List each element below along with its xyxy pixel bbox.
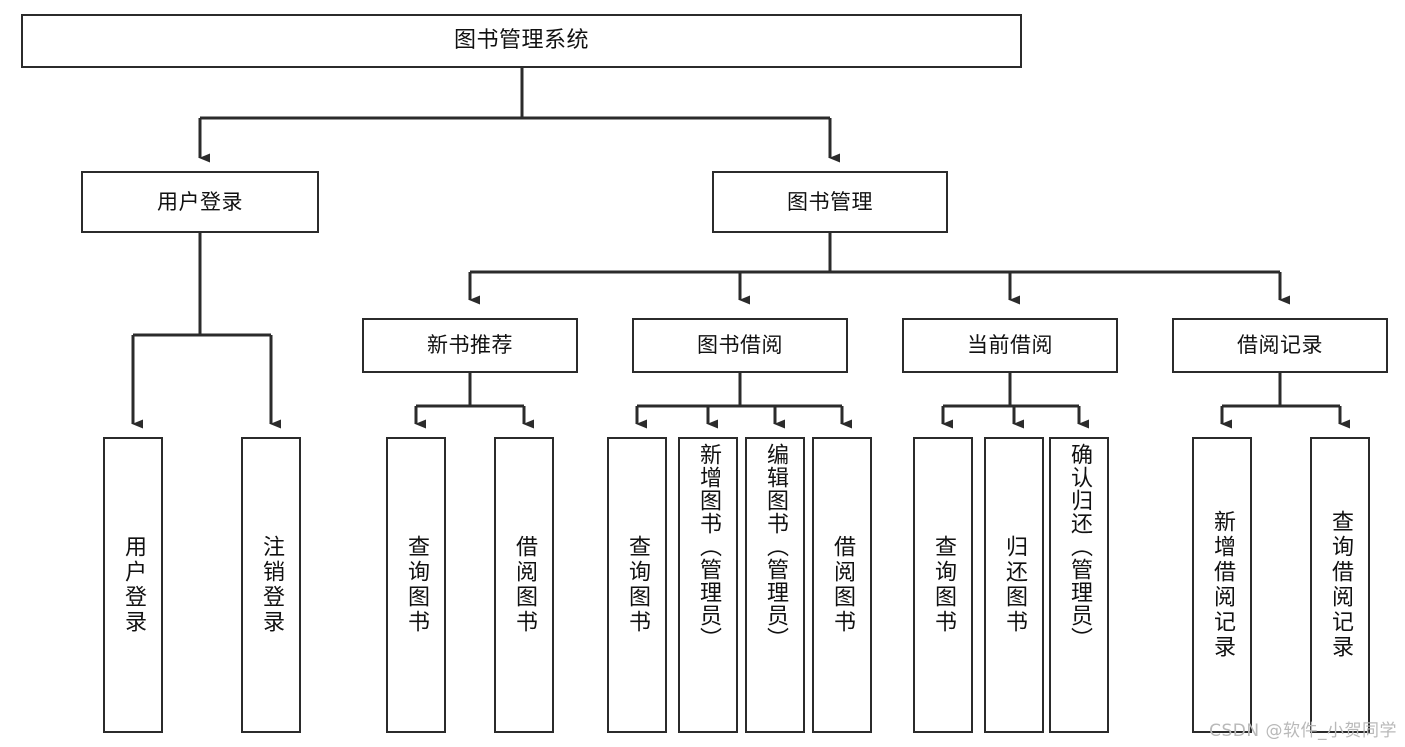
leaf-query-book-1-label: 查询图书	[404, 535, 429, 635]
leaf-add-book-admin[interactable]: 新增图书（管理员）	[678, 437, 738, 733]
leaf-confirm-return-admin-label: 确认归还（管理员）	[1067, 443, 1092, 650]
leaf-query-borrow-record-label: 查询借阅记录	[1328, 510, 1353, 660]
node-user-login-label: 用户登录	[157, 189, 243, 214]
node-new-book-recommend-label: 新书推荐	[427, 333, 513, 358]
leaf-borrow-book-1-label: 借阅图书	[512, 535, 537, 635]
leaf-query-book-2[interactable]: 查询图书	[607, 437, 667, 733]
node-book-management-label: 图书管理	[787, 189, 873, 214]
leaf-logout[interactable]: 注销登录	[241, 437, 301, 733]
leaf-add-borrow-record[interactable]: 新增借阅记录	[1192, 437, 1252, 733]
node-current-borrow-label: 当前借阅	[967, 333, 1053, 358]
node-current-borrow[interactable]: 当前借阅	[902, 318, 1118, 373]
leaf-return-book-label: 归还图书	[1002, 535, 1027, 635]
node-borrow-records-label: 借阅记录	[1237, 333, 1323, 358]
node-root[interactable]: 图书管理系统	[21, 14, 1022, 68]
node-borrow-records[interactable]: 借阅记录	[1172, 318, 1388, 373]
leaf-query-book-3[interactable]: 查询图书	[913, 437, 973, 733]
node-book-borrow[interactable]: 图书借阅	[632, 318, 848, 373]
leaf-return-book[interactable]: 归还图书	[984, 437, 1044, 733]
leaf-add-borrow-record-label: 新增借阅记录	[1210, 510, 1235, 660]
leaf-edit-book-admin[interactable]: 编辑图书（管理员）	[745, 437, 805, 733]
leaf-confirm-return-admin[interactable]: 确认归还（管理员）	[1049, 437, 1109, 733]
leaf-borrow-book-2-label: 借阅图书	[830, 535, 855, 635]
node-book-borrow-label: 图书借阅	[697, 333, 783, 358]
leaf-query-book-3-label: 查询图书	[931, 535, 956, 635]
leaf-add-book-admin-label: 新增图书（管理员）	[696, 443, 721, 650]
leaf-query-book-1[interactable]: 查询图书	[386, 437, 446, 733]
node-user-login[interactable]: 用户登录	[81, 171, 319, 233]
node-new-book-recommend[interactable]: 新书推荐	[362, 318, 578, 373]
leaf-query-book-2-label: 查询图书	[625, 535, 650, 635]
node-root-label: 图书管理系统	[453, 28, 589, 54]
leaf-edit-book-admin-label: 编辑图书（管理员）	[763, 443, 788, 650]
leaf-borrow-book-2[interactable]: 借阅图书	[812, 437, 872, 733]
leaf-borrow-book-1[interactable]: 借阅图书	[494, 437, 554, 733]
leaf-user-login-label: 用户登录	[121, 535, 146, 635]
watermark: CSDN @软件_小贺同学	[1209, 721, 1397, 741]
leaf-query-borrow-record[interactable]: 查询借阅记录	[1310, 437, 1370, 733]
leaf-user-login[interactable]: 用户登录	[103, 437, 163, 733]
node-book-management[interactable]: 图书管理	[712, 171, 948, 233]
leaf-logout-label: 注销登录	[259, 535, 284, 635]
